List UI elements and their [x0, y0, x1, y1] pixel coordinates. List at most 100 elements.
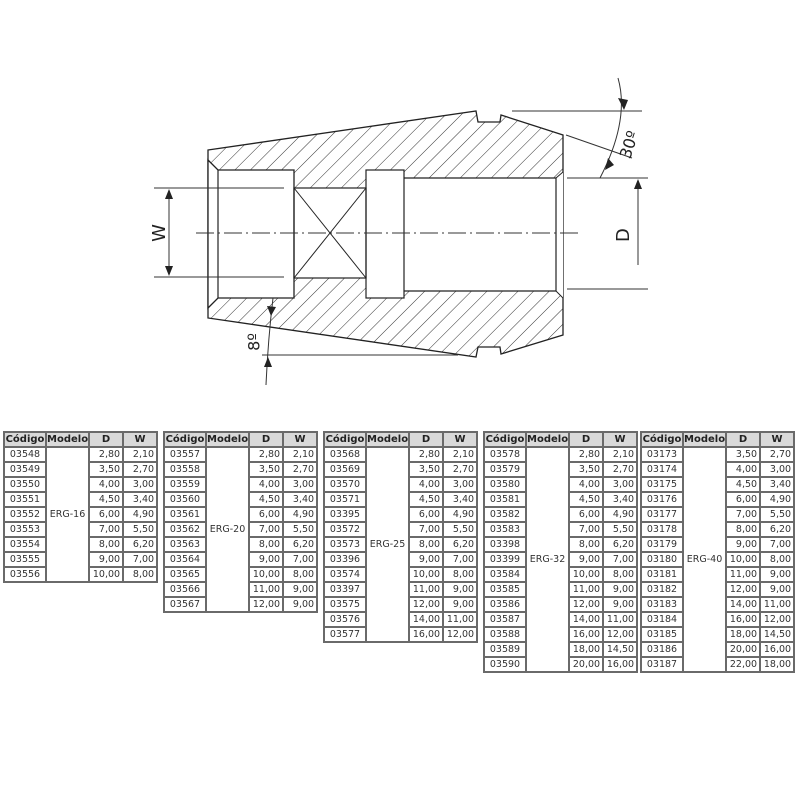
codigo-cell: 03560 [163, 491, 207, 508]
codigo-cell: 03564 [163, 551, 207, 568]
d-cell: 2,80 [88, 446, 125, 463]
d-cell: 8,00 [88, 536, 125, 553]
w-header: W [759, 431, 796, 448]
codigo-cell: 03573 [323, 536, 367, 553]
d-cell: 8,00 [568, 536, 605, 553]
codigo-cell: 03580 [483, 476, 527, 493]
codigo-cell: 03184 [640, 611, 684, 628]
d-cell: 16,00 [568, 626, 605, 643]
w-cell: 8,00 [759, 551, 796, 568]
w-cell: 12,00 [602, 626, 639, 643]
d-cell: 4,00 [88, 476, 125, 493]
d-cell: 7,00 [88, 521, 125, 538]
codigo-cell: 03559 [163, 476, 207, 493]
modelo-cell: ERG-32 [524, 446, 571, 673]
codigo-cell: 03399 [483, 551, 527, 568]
codigo-cell: 03554 [3, 536, 47, 553]
w-cell: 7,00 [759, 536, 796, 553]
d-cell: 4,00 [725, 461, 762, 478]
w-cell: 7,00 [282, 551, 319, 568]
w-cell: 11,00 [602, 611, 639, 628]
w-cell: 9,00 [759, 566, 796, 583]
d-cell: 9,00 [88, 551, 125, 568]
d-cell: 8,00 [248, 536, 285, 553]
d-cell: 6,00 [88, 506, 125, 523]
w-cell: 4,90 [442, 506, 479, 523]
w-cell: 2,10 [442, 446, 479, 463]
codigo-cell: 03552 [3, 506, 47, 523]
svg-text:8º: 8º [245, 333, 264, 351]
modelo-cell: ERG-40 [681, 446, 728, 673]
codigo-cell: 03575 [323, 596, 367, 613]
d-cell: 4,00 [408, 476, 445, 493]
d-cell: 11,00 [408, 581, 445, 598]
modelo-header: Modelo [204, 431, 251, 448]
modelo-cell: ERG-25 [364, 446, 411, 643]
w-cell: 7,00 [602, 551, 639, 568]
w-cell: 3,00 [759, 461, 796, 478]
codigo-header: Código [640, 431, 684, 448]
w-header: W [122, 431, 159, 448]
d-header: D [248, 431, 285, 448]
collet-body [207, 110, 564, 358]
codigo-header: Código [323, 431, 367, 448]
d-cell: 6,00 [725, 491, 762, 508]
d-dimension: D [567, 177, 648, 290]
codigo-header: Código [483, 431, 527, 448]
w-cell: 4,90 [602, 506, 639, 523]
w-cell: 3,40 [442, 491, 479, 508]
modelo-cell: ERG-16 [44, 446, 91, 583]
codigo-cell: 03571 [323, 491, 367, 508]
d-cell: 7,00 [568, 521, 605, 538]
modelo-header: Modelo [524, 431, 571, 448]
d-cell: 18,00 [568, 641, 605, 658]
d-cell: 12,00 [408, 596, 445, 613]
codigo-cell: 03579 [483, 461, 527, 478]
d-cell: 6,00 [568, 506, 605, 523]
d-cell: 11,00 [248, 581, 285, 598]
d-cell: 10,00 [568, 566, 605, 583]
d-cell: 16,00 [725, 611, 762, 628]
w-cell: 3,40 [602, 491, 639, 508]
w-cell: 2,70 [122, 461, 159, 478]
d-cell: 2,80 [568, 446, 605, 463]
d-cell: 6,00 [248, 506, 285, 523]
d-cell: 4,50 [248, 491, 285, 508]
d-cell: 14,00 [725, 596, 762, 613]
svg-text:30º: 30º [616, 128, 643, 160]
codigo-cell: 03395 [323, 506, 367, 523]
d-cell: 10,00 [725, 551, 762, 568]
d-cell: 12,00 [248, 596, 285, 613]
w-cell: 7,00 [442, 551, 479, 568]
svg-text:D: D [613, 228, 634, 242]
d-cell: 8,00 [725, 521, 762, 538]
codigo-cell: 03570 [323, 476, 367, 493]
d-cell: 10,00 [408, 566, 445, 583]
